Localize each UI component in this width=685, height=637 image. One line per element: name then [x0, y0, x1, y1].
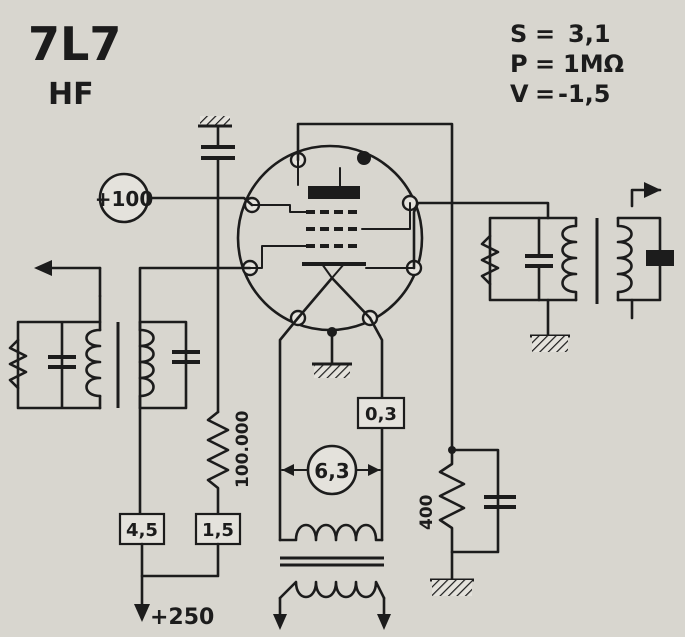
right-tank-circuit: [480, 182, 674, 352]
ground-symbol: [200, 116, 230, 125]
heater-transformer: [273, 523, 391, 630]
svg-text:=: =: [535, 80, 555, 108]
right-secondary-coil: [616, 216, 633, 302]
heater-current-box: [356, 396, 406, 430]
spec-value-p: 1MΩ: [563, 50, 624, 78]
svg-text:=: =: [535, 50, 555, 78]
screen-decoupling-capacitor: [198, 116, 235, 200]
left-resistor: [8, 338, 28, 390]
heater-current-label: 0,3: [365, 404, 397, 425]
screen-voltage-label: +100: [95, 187, 154, 211]
tube-pin-key: [357, 151, 371, 165]
tube-name: 7L7: [28, 17, 121, 71]
spec-symbol-v: V: [510, 80, 529, 108]
spec-symbol-s: S: [510, 20, 527, 48]
cathode-ground: [314, 364, 350, 378]
svg-text:=: =: [535, 20, 555, 48]
screen-resistor: [206, 410, 230, 518]
heater-wire-left: [278, 316, 300, 542]
spec-value-s: 3,1: [568, 20, 611, 48]
plate-wire: [296, 122, 454, 452]
left-secondary-coil: [138, 328, 155, 398]
spec-block: S = 3,1 P = 1MΩ V = -1,5: [510, 20, 624, 108]
tube-heater: [296, 276, 372, 320]
tube-envelope: [236, 144, 424, 332]
cathode-resistor-label: 400: [417, 494, 437, 530]
screen-resistor-label: 100.000: [233, 410, 253, 488]
tube-type: HF: [48, 77, 94, 112]
spec-symbol-p: P: [510, 50, 528, 78]
grid-wire: [138, 266, 252, 518]
left-tank-circuit: [8, 294, 200, 410]
screen-resistor-box-label: 1,5: [202, 520, 234, 541]
cathode-resistor: [438, 448, 466, 582]
plate-resistor-label: 4,5: [126, 520, 158, 541]
right-ground-symbol: [532, 336, 568, 352]
right-input-wire: [412, 201, 550, 270]
heater-wire-right: [368, 316, 384, 542]
right-primary-coil: [561, 216, 578, 302]
left-primary-coil: [85, 328, 102, 398]
tube-plate: [308, 186, 360, 199]
cathode-ground-symbol: [432, 580, 472, 596]
supply-label: +250: [150, 605, 214, 630]
screen-wire: [146, 196, 254, 207]
right-trim-capacitor: [646, 250, 674, 266]
heater-voltage-label: 6,3: [314, 459, 349, 483]
right-resistor: [480, 234, 500, 286]
vacuum-tube: [236, 144, 424, 332]
tube-grids: [306, 210, 362, 248]
spec-value-v: -1,5: [558, 80, 610, 108]
